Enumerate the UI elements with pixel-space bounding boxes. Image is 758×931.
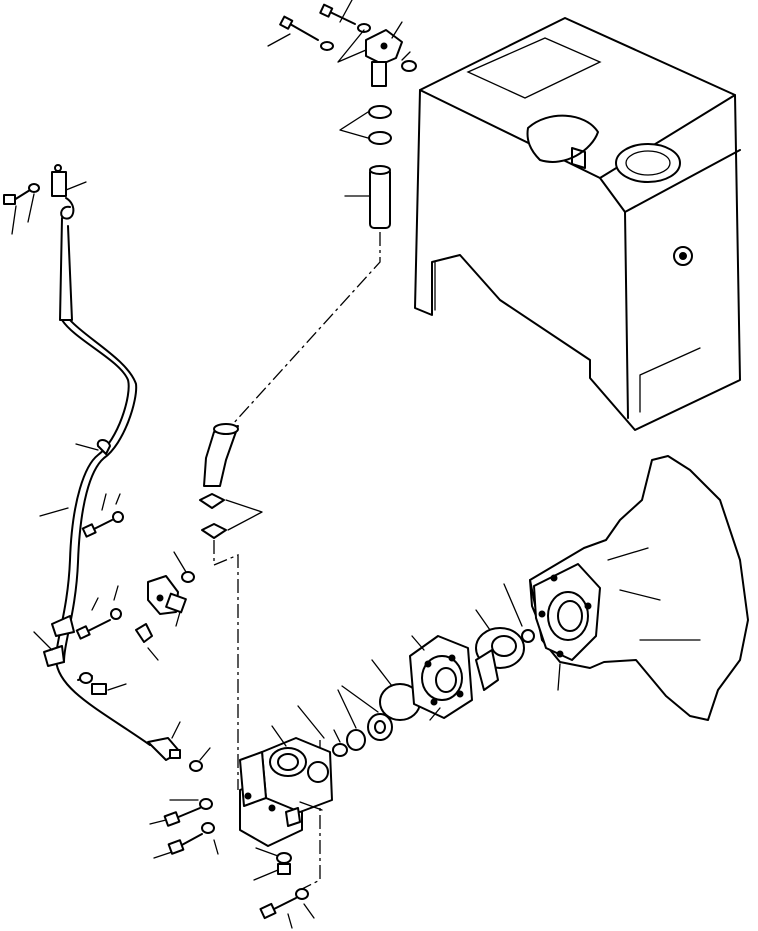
gear-pump-assembly: [239, 705, 333, 847]
suction-hose-bent: [203, 423, 239, 487]
leader-line: [199, 747, 211, 761]
assembly-path: [213, 540, 239, 790]
leader-line: [333, 729, 341, 743]
tank-filler-neck: [615, 143, 681, 183]
tube-clip-lower: [33, 615, 75, 667]
leader-line: [297, 705, 325, 739]
leader-line: [267, 33, 291, 47]
leader-line: [271, 725, 287, 747]
leader-line: [475, 609, 491, 631]
leader-line: [337, 29, 367, 63]
fitting-bolt-upper: [319, 3, 371, 33]
leader-line: [39, 507, 69, 517]
temperature-sender: [147, 721, 211, 772]
leader-line: [391, 21, 403, 39]
leader-line: [429, 707, 441, 721]
switch-o-ring: [181, 571, 195, 583]
level-gauge-tube: [39, 164, 151, 746]
bracket-bolt-b: [75, 585, 122, 640]
assembly-path: [299, 740, 321, 891]
leader-line: [153, 851, 173, 859]
leader-line: [337, 685, 379, 729]
leader-line: [101, 493, 121, 511]
leader-line: [91, 585, 119, 611]
leader-line: [503, 583, 523, 627]
tank-breather-port: [526, 114, 599, 169]
bracket-bolt-c: [77, 672, 127, 695]
tank-return-fitting-group: [267, 0, 417, 87]
tank-level-plug: [673, 246, 693, 266]
return-elbow-fitting: [365, 29, 403, 87]
leader-line: [339, 0, 353, 23]
leader-line: [339, 111, 369, 139]
gauge-top-fitting: [51, 171, 67, 197]
hose-clamp-pair-upper: [339, 105, 392, 145]
pump-bolt-b: [153, 822, 219, 859]
assembly-path: [231, 232, 381, 426]
leader-line: [11, 193, 35, 235]
leader-line: [557, 663, 561, 691]
bracket-bolt-a: [81, 493, 124, 538]
leader-line: [225, 499, 263, 531]
leader-line: [171, 721, 181, 739]
gauge-mount-bolt-top: [3, 183, 40, 235]
leader-line: [173, 551, 187, 573]
leader-line: [147, 647, 159, 661]
suction-hose-straight: [344, 165, 391, 229]
leader-line: [65, 181, 87, 191]
leader-line: [75, 443, 99, 451]
leader-line: [213, 839, 219, 855]
hose-clamp-pair-lower: [199, 493, 263, 539]
transmission-housing: [529, 455, 749, 721]
pump-bolt-c: [259, 888, 315, 929]
hydraulic-tank: [414, 17, 741, 431]
fitting-bolt-lower: [279, 15, 334, 51]
pump-drain-plug: [253, 847, 292, 881]
leader-line: [107, 683, 127, 691]
leader-line: [175, 611, 181, 627]
leader-line: [255, 847, 279, 857]
elbow-connector: [135, 623, 159, 661]
pump-bolt-a: [149, 798, 213, 827]
leader-line: [149, 819, 167, 825]
pump-mounting-flange: [409, 635, 473, 721]
leader-line: [287, 903, 315, 929]
pressure-switch-block: [147, 551, 195, 627]
leader-line: [411, 635, 425, 651]
leader-line: [33, 631, 53, 651]
coupling-o-ring: [503, 583, 535, 643]
leader-line: [299, 801, 323, 811]
pump-gear: [337, 685, 393, 751]
pump-o-ring-small: [332, 729, 348, 757]
leader-line: [253, 869, 279, 881]
tube-clip-upper: [75, 439, 111, 455]
fitting-o-ring: [401, 60, 417, 72]
leader-line: [401, 51, 411, 61]
drive-coupling: [475, 609, 525, 691]
leader-line: [371, 659, 393, 687]
